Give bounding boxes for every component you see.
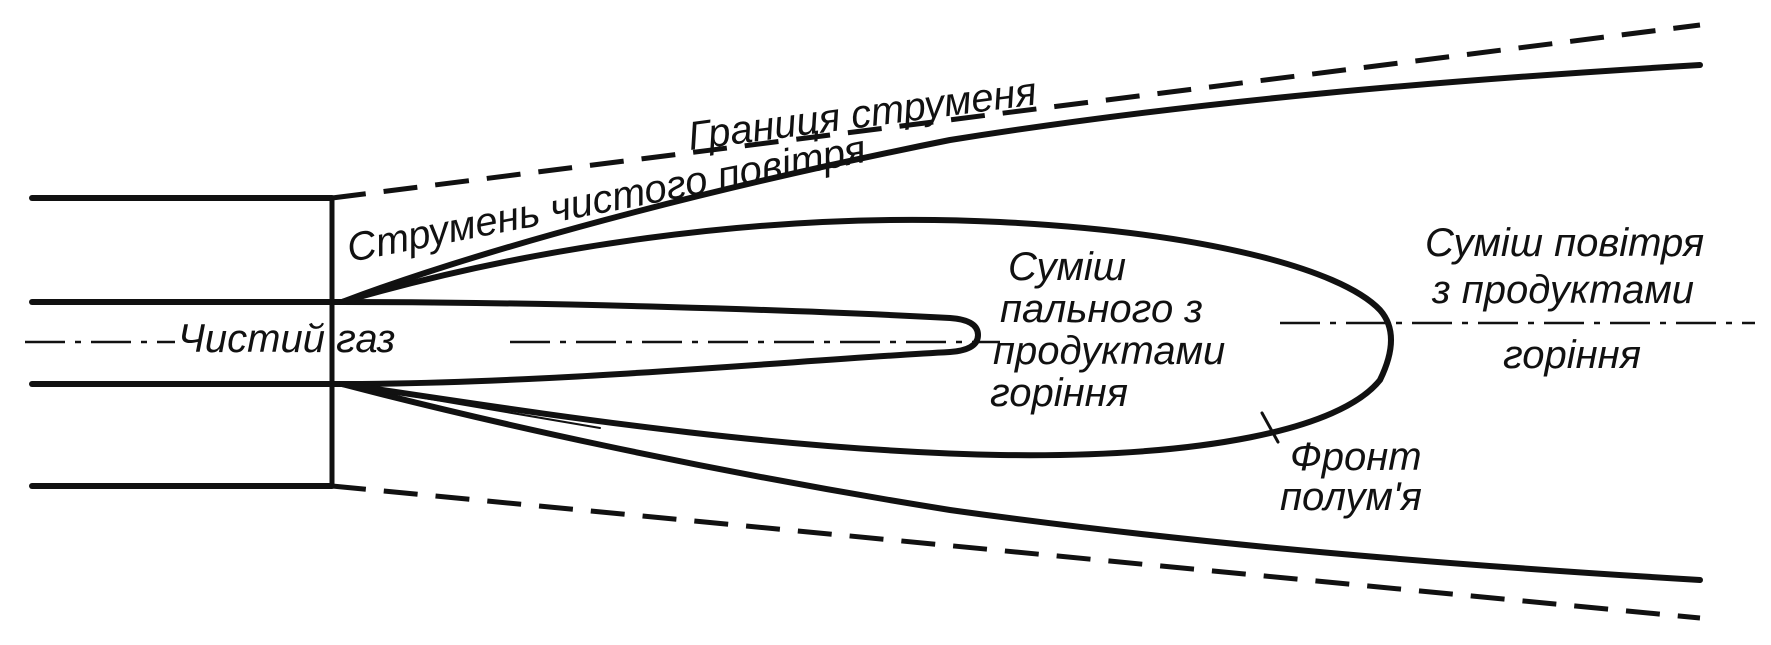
label-flame-front-1: Фронт: [1290, 435, 1422, 479]
jet-boundary-upper-line: [331, 22, 1701, 201]
label-fuel-mix-1: Суміш: [1008, 245, 1126, 289]
label-air-mix-3: горіння: [1503, 333, 1641, 377]
flame-front-outline: [339, 216, 1394, 459]
label-air-mix-2: з продуктами: [1431, 268, 1694, 312]
label-flame-front-2: полум'я: [1280, 475, 1422, 519]
clean-gas-core-outline: [339, 299, 981, 387]
label-air-mix-1: Суміш повітря: [1425, 221, 1704, 265]
jet-boundary-lower-line: [331, 483, 1701, 621]
label-fuel-mix-3: продуктами: [993, 329, 1225, 373]
label-fuel-mix-2: пального з: [1000, 287, 1203, 331]
clean-air-jet-upper-line: [339, 62, 1703, 305]
clean-air-jet-lower-line: [339, 381, 1703, 583]
label-clean-air-jet: Струмень чистого повітря: [343, 127, 869, 271]
flame-front-leader-line: [1260, 411, 1280, 444]
label-clean-gas: Чистий газ: [178, 317, 395, 361]
label-fuel-mix-4: горіння: [990, 371, 1128, 415]
